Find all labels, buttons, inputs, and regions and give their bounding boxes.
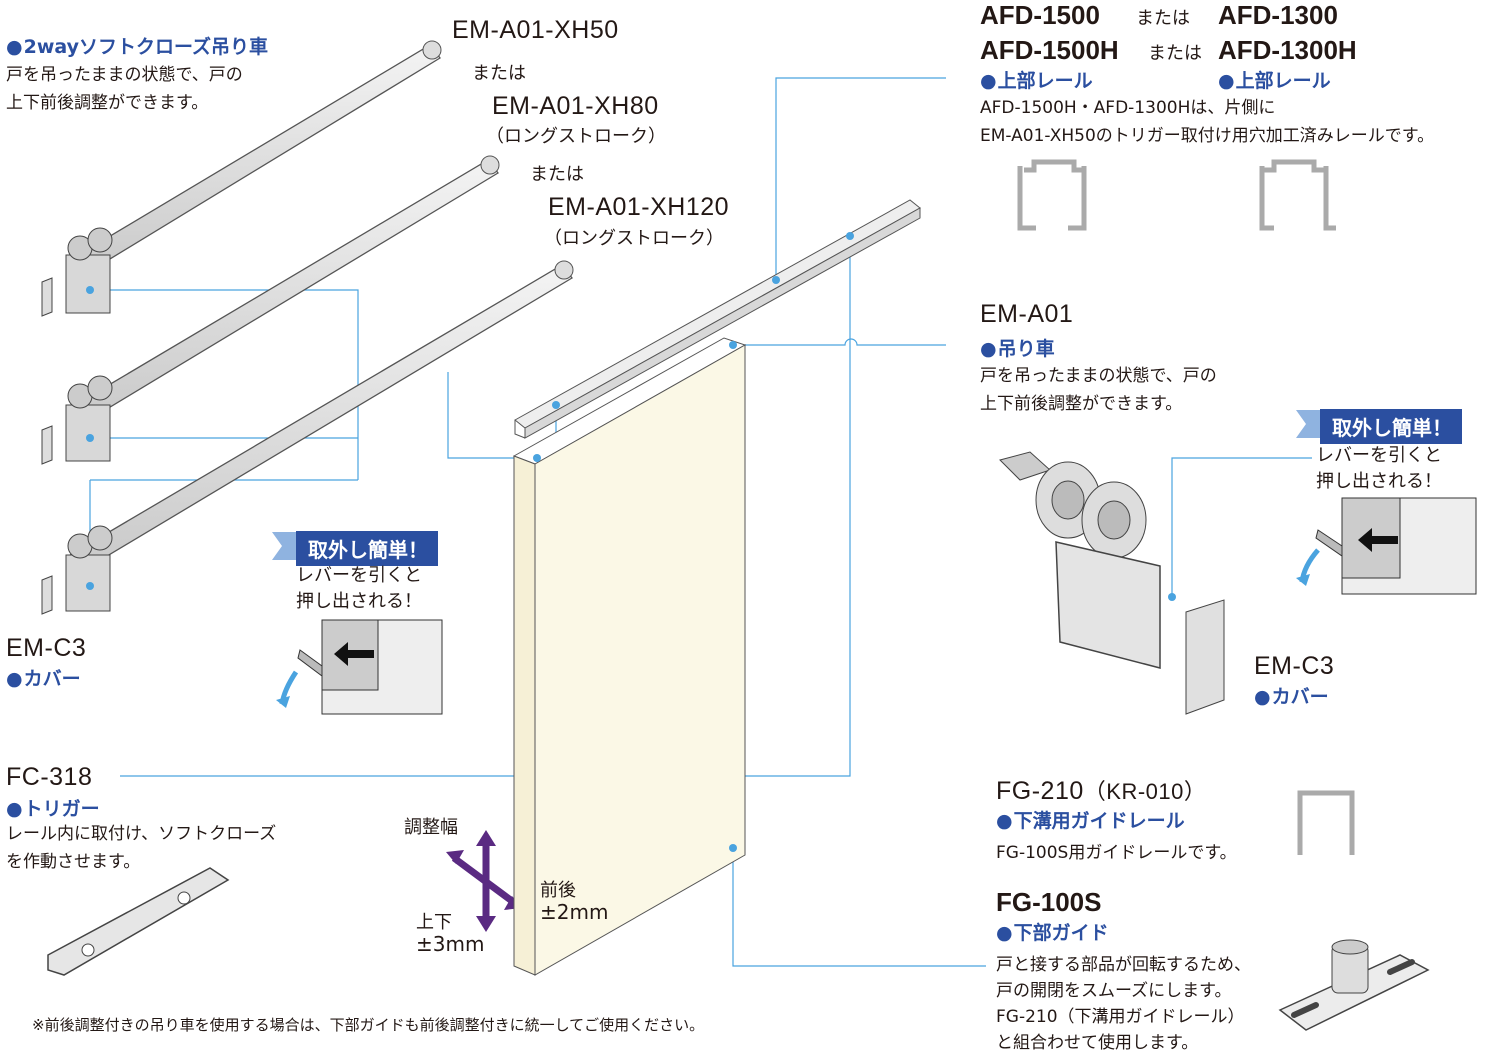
footnote: ※前後調整付きの吊り車を使用する場合は、下部ガイドも前後調整付きに統一してご使用… [32,1016,705,1034]
adjust-up-down-label: 上下 [416,912,452,933]
rail-or-2: または [1148,43,1202,64]
guide-rail-model: FG-210（KR-010） [996,777,1207,805]
long-stroke-label-2: （ロングストローク） [544,228,724,249]
right-cover-label: カバー [1254,682,1329,709]
wheel-unit-em-a01 [999,451,1225,715]
rail-model-afd-1500h: AFD-1500H [980,35,1119,65]
model-em-a01-xh80: EM-A01-XH80 [492,92,659,120]
trigger-desc: レール内に取付け、ソフトクローズを作動させます。 [6,824,277,872]
lever-detail-right [1296,497,1477,595]
adjust-front-back-value: ±2mm [540,900,609,924]
rail-profiles [1017,159,1355,855]
easy-removal-badge-right: 取外し簡単！ [1320,409,1462,444]
long-stroke-label-1: （ロングストローク） [486,126,666,147]
or-label-2: または [530,164,584,185]
adjust-up-down-value: ±3mm [416,932,485,956]
top-rail [514,199,921,439]
adjust-front-back-label: 前後 [540,880,576,901]
right-wheel-model: EM-A01 [980,300,1074,328]
rail-label-right: 上部レール [1218,66,1331,93]
adjust-title: 調整幅 [404,817,458,838]
guide-rail-alt-model: （KR-010） [1083,779,1207,804]
trigger-model: FC-318 [6,763,93,791]
lever-desc-left: レバーを引くと押し出される！ [296,565,422,612]
or-label-1: または [472,63,526,84]
left-cover-model: EM-C3 [6,634,87,662]
lever-desc-right: レバーを引くと押し出される！ [1316,445,1442,492]
guide-rail-label: 下溝用ガイドレール [996,806,1185,833]
guide-rail-desc: FG-100S用ガイドレールです。 [996,843,1237,863]
rail-model-afd-1500: AFD-1500 [980,0,1100,30]
bottom-guide [1278,939,1430,1031]
right-wheel-desc: 戸を吊ったままの状態で、戸の上下前後調整ができます。 [980,366,1217,414]
trigger-part [47,867,230,976]
wheel-arm-xh80 [41,155,500,465]
model-em-a01-xh50: EM-A01-XH50 [452,16,619,44]
guide-desc: 戸と接する部品が回転するため、戸の開閉をスムーズにします。FG-210（下溝用ガ… [996,955,1251,1053]
adjust-arrows [446,830,522,932]
left-cover-label: カバー [6,664,81,691]
guide-label: 下部ガイド [996,918,1109,945]
lever-detail-left [276,619,443,715]
guide-model: FG-100S [996,887,1102,917]
model-em-a01-xh120: EM-A01-XH120 [548,193,730,221]
trigger-label: トリガー [6,794,100,821]
leader-dots [86,232,1176,852]
rail-or-1: または [1136,8,1190,29]
right-cover-model: EM-C3 [1254,652,1335,680]
left-wheel-label: 2wayソフトクローズ吊り車 [6,32,268,59]
right-wheel-label: 吊り車 [980,334,1055,361]
easy-removal-badge-left: 取外し簡単！ [296,531,438,566]
wheel-arm-xh50 [41,40,442,317]
left-wheel-desc: 戸を吊ったままの状態で、戸の上下前後調整ができます。 [6,65,243,113]
rail-model-afd-1300: AFD-1300 [1218,0,1338,30]
door-panel [512,337,747,976]
rail-model-afd-1300h: AFD-1300H [1218,35,1357,65]
rail-label-left: 上部レール [980,66,1093,93]
